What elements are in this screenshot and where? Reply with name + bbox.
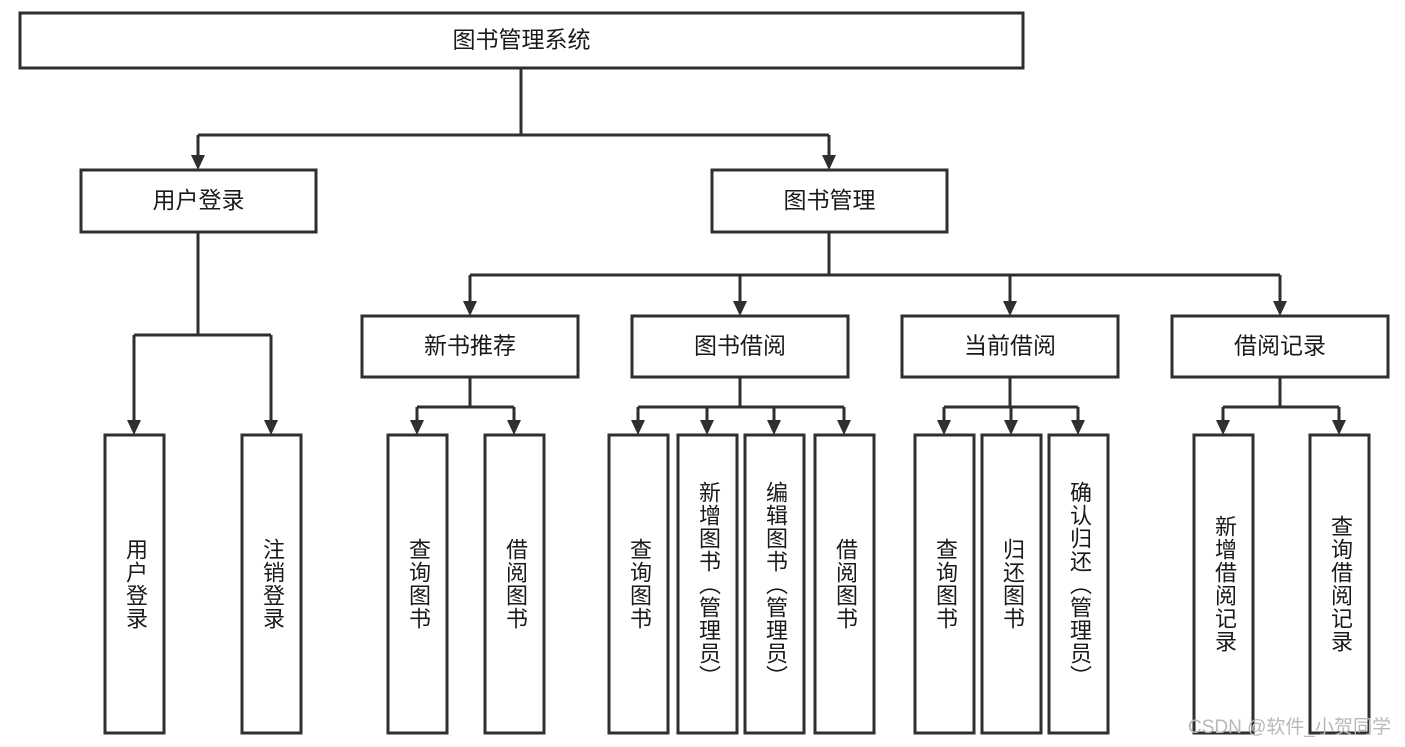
node-leaf-add-book-admin-box[interactable] xyxy=(676,433,739,735)
node-borrow-record-box[interactable] xyxy=(1170,314,1390,379)
node-leaf-edit-book-admin-box[interactable] xyxy=(743,433,806,735)
arrow-head-icon xyxy=(410,420,424,435)
node-leaf-query-book-borrow-box[interactable] xyxy=(607,433,670,735)
root-node-box[interactable] xyxy=(18,11,1025,70)
connector-layer xyxy=(127,68,1346,435)
arrow-head-icon xyxy=(1273,301,1287,316)
node-new-book-recommend-label: 新书推荐 xyxy=(424,333,516,359)
connector-newbook-to-leaves xyxy=(410,377,521,435)
node-book-manage-box[interactable] xyxy=(710,168,949,234)
node-borrow-record-label: 借阅记录 xyxy=(1234,333,1326,359)
node-user-login-box[interactable] xyxy=(79,168,318,234)
arrow-head-icon xyxy=(837,420,851,435)
root-node-label: 图书管理系统 xyxy=(453,27,591,53)
node-book-borrow-label: 图书借阅 xyxy=(694,333,786,359)
node-leaf-return-book-box[interactable] xyxy=(980,433,1043,735)
connector-currentborrow-to-leaves xyxy=(937,377,1085,435)
connector-root-to-level2 xyxy=(191,68,836,170)
arrow-head-icon xyxy=(1004,420,1018,435)
node-leaf-add-borrow-record-box[interactable] xyxy=(1192,433,1255,735)
node-leaf-borrow-book-rec-box[interactable] xyxy=(483,433,546,735)
node-leaf-borrow-book-box[interactable] xyxy=(813,433,876,735)
node-leaf-query-book-rec-box[interactable] xyxy=(386,433,449,735)
arrow-head-icon xyxy=(1003,301,1017,316)
arrow-head-icon xyxy=(127,420,141,435)
node-leaf-user-login-box[interactable] xyxy=(103,433,166,735)
node-leaf-query-borrow-record-box[interactable] xyxy=(1308,433,1371,735)
arrow-head-icon xyxy=(700,420,714,435)
node-book-borrow-box[interactable] xyxy=(630,314,850,379)
node-leaf-logout-box[interactable] xyxy=(240,433,303,735)
connector-bookmanage-to-level3 xyxy=(463,232,1287,316)
connector-userlogin-to-leaves xyxy=(127,232,278,435)
arrow-head-icon xyxy=(822,155,836,170)
node-user-login-label: 用户登录 xyxy=(153,187,245,213)
node-current-borrow-box[interactable] xyxy=(900,314,1120,379)
arrow-head-icon xyxy=(463,301,477,316)
connector-bookborrow-to-leaves xyxy=(631,377,851,435)
arrow-head-icon xyxy=(1071,420,1085,435)
node-new-book-recommend-box[interactable] xyxy=(360,314,580,379)
arrow-head-icon xyxy=(937,420,951,435)
arrow-head-icon xyxy=(507,420,521,435)
connector-borrowrecord-to-leaves xyxy=(1216,377,1346,435)
box-layer xyxy=(18,11,1390,735)
arrow-head-icon xyxy=(767,420,781,435)
arrow-head-icon xyxy=(1216,420,1230,435)
node-current-borrow-label: 当前借阅 xyxy=(964,333,1056,359)
arrow-head-icon xyxy=(631,420,645,435)
watermark-text: CSDN @软件_小贺同学 xyxy=(1188,717,1391,738)
node-leaf-confirm-return-admin-box[interactable] xyxy=(1047,433,1110,735)
node-book-manage-label: 图书管理 xyxy=(784,187,876,213)
arrow-head-icon xyxy=(1332,420,1346,435)
arrow-head-icon xyxy=(733,301,747,316)
arrow-head-icon xyxy=(264,420,278,435)
arrow-head-icon xyxy=(191,155,205,170)
node-leaf-query-book-cur-box[interactable] xyxy=(913,433,976,735)
